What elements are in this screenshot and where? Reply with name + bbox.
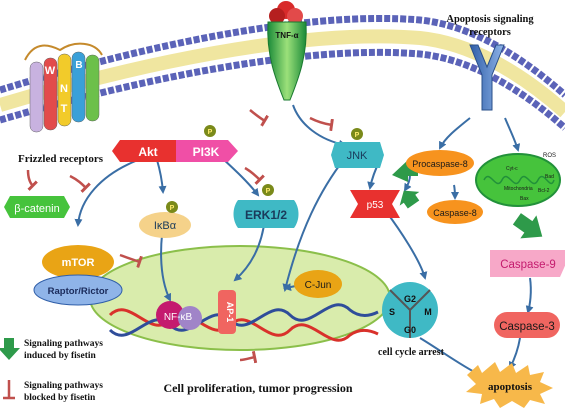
wnt-b: B bbox=[75, 60, 82, 71]
mtor-label: mTOR bbox=[62, 257, 95, 269]
ap1-node: AP-1 bbox=[218, 290, 236, 334]
akt-pi3k-complex: Akt PI3K P bbox=[112, 125, 238, 162]
tnf-receptor: TNF-α bbox=[267, 1, 307, 101]
wnt-n: N bbox=[60, 83, 68, 95]
procaspase8-label: Procaspase-8 bbox=[412, 159, 468, 169]
caspase3-node: Caspase-3 bbox=[494, 312, 560, 338]
legend-induced-line2: induced by fisetin bbox=[24, 351, 97, 361]
apoptosis-receptors-label-2: receptors bbox=[469, 27, 511, 38]
mitochondria-node: ROS Cyt-c Mitochondria Bcl-2 Bax Bad bbox=[475, 153, 561, 207]
beta-catenin-label: β-catenin bbox=[14, 203, 59, 215]
legend-induced-line1: Signaling pathways bbox=[24, 339, 103, 349]
caspase9-node: Caspase-9 bbox=[490, 250, 565, 277]
m-label: M bbox=[424, 307, 432, 317]
jnk-label: JNK bbox=[347, 150, 368, 162]
apoptosis-receptors-label-1: Apoptosis signaling bbox=[446, 14, 534, 25]
nfkb-label: NF-κB bbox=[164, 312, 193, 323]
cjun-node: C-Jun bbox=[294, 270, 342, 298]
wnt-t: T bbox=[61, 103, 68, 115]
p53-node: p53 bbox=[350, 190, 400, 218]
s-label: S bbox=[389, 307, 395, 317]
phospho-label: P bbox=[170, 205, 175, 212]
cytc-label: Cyt-c bbox=[506, 166, 518, 172]
caspase9-label: Caspase-9 bbox=[500, 259, 556, 271]
apoptosis-node: apoptosis bbox=[466, 362, 553, 408]
erk-node: ERK1/2 P bbox=[233, 184, 299, 228]
phospho-label: P bbox=[266, 188, 271, 195]
bad-label: Bad bbox=[545, 174, 554, 180]
apoptosis-label: apoptosis bbox=[488, 381, 533, 393]
ikba-node: IκBα P bbox=[139, 201, 191, 238]
beta-catenin-node: β-catenin bbox=[4, 196, 70, 218]
ap1-label: AP-1 bbox=[225, 302, 235, 323]
bcl2-label: Bcl-2 bbox=[538, 188, 550, 194]
phospho-label: P bbox=[355, 132, 360, 139]
procaspase8-node: Procaspase-8 bbox=[406, 150, 474, 176]
proliferation-label: Cell proliferation, tumor progression bbox=[163, 381, 352, 395]
tnf-label: TNF-α bbox=[275, 31, 298, 40]
frizzled-receptor: W N T B bbox=[24, 42, 103, 133]
g2-label: G2 bbox=[404, 294, 416, 304]
ikba-label: IκBα bbox=[154, 220, 177, 232]
legend-blocked-line2: blocked by fisetin bbox=[24, 393, 96, 403]
cell-membrane bbox=[0, 14, 565, 131]
legend: Signaling pathways induced by fisetin Si… bbox=[0, 338, 103, 403]
frizzled-label: Frizzled receptors bbox=[18, 153, 104, 165]
legend-blocked-line1: Signaling pathways bbox=[24, 381, 103, 391]
blocked-line-icon bbox=[3, 380, 15, 400]
bax-label: Bax bbox=[520, 196, 529, 202]
g0-label: G0 bbox=[404, 325, 416, 335]
mitochondria-label: Mitochondria bbox=[504, 186, 533, 192]
phospho-label: P bbox=[208, 129, 213, 136]
raptor-label: Raptor/Rictor bbox=[48, 286, 109, 297]
inhibition-lines bbox=[26, 109, 334, 364]
cell-cycle-arrest-label: cell cycle arrest bbox=[378, 347, 445, 358]
cell-cycle-circle: G2 S M G0 bbox=[382, 282, 438, 338]
mtor-complex: mTOR Raptor/Rictor bbox=[33, 245, 123, 306]
ros-label: ROS bbox=[543, 153, 556, 159]
p53-label: p53 bbox=[367, 200, 384, 211]
nfkb-node: NF-κB bbox=[156, 301, 202, 330]
jnk-node: JNK P bbox=[331, 128, 384, 168]
induction-arrows bbox=[392, 160, 543, 239]
caspase8-label: Caspase-8 bbox=[433, 208, 477, 218]
induced-arrow-icon bbox=[0, 338, 20, 360]
caspase3-label: Caspase-3 bbox=[499, 321, 555, 333]
akt-label: Akt bbox=[138, 145, 157, 159]
wnt-w: W bbox=[45, 65, 56, 77]
cjun-label: C-Jun bbox=[305, 280, 332, 291]
apoptosis-receptor bbox=[469, 44, 505, 111]
erk-label: ERK1/2 bbox=[245, 208, 287, 222]
caspase8-node: Caspase-8 bbox=[427, 200, 483, 224]
pi3k-label: PI3K bbox=[193, 145, 220, 159]
